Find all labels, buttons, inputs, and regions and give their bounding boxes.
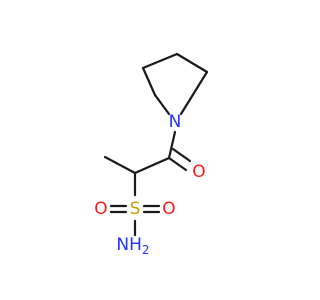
- atom-nh2-main: NH: [116, 235, 142, 255]
- atom-nh2: NH2: [116, 235, 149, 257]
- bond-ring-c2-c3: [141, 66, 157, 97]
- structure-diagram: N O S O O NH2: [94, 52, 209, 257]
- atom-o-sulfonyl-left: O: [94, 199, 107, 219]
- bond-n-carbonyl: [167, 130, 177, 160]
- bond-ring-c3-c4: [141, 52, 179, 70]
- bond-ring-c4-c5: [175, 52, 209, 74]
- bond-carbonyl-alpha: [133, 156, 171, 175]
- atom-nh2-subscript: 2: [142, 243, 150, 257]
- bond-alpha-methyl: [103, 155, 137, 175]
- bond-ring-c5-n: [179, 70, 209, 116]
- atom-n-ring: N: [169, 112, 182, 132]
- atom-s: S: [130, 199, 141, 219]
- bond-ring-n-c2: [153, 93, 171, 116]
- atom-o-carbonyl: O: [192, 162, 205, 182]
- bond-carbonyl-double-1: [167, 156, 188, 172]
- molecule-canvas: N O S O O NH2: [94, 52, 209, 257]
- bond-carbonyl-double-2: [171, 147, 192, 163]
- atom-o-sulfonyl-right: O: [162, 199, 175, 219]
